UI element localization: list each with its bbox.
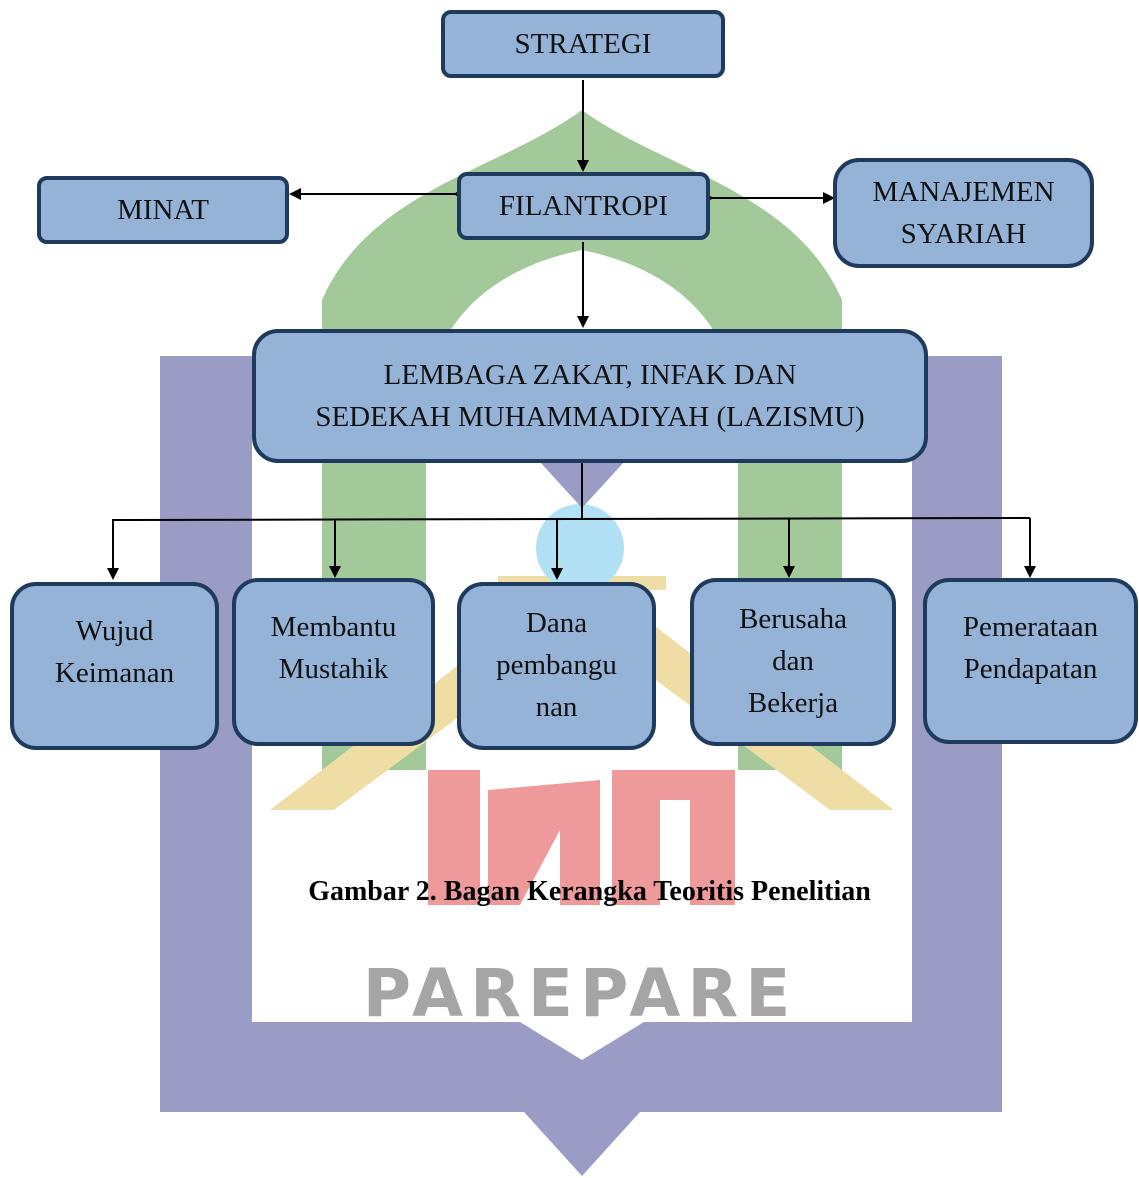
- node-filantropi-line: FILANTROPI: [498, 190, 669, 222]
- node-membantu-line-2: Mustahik: [278, 653, 389, 685]
- watermark-globe: [536, 504, 624, 592]
- watermark-arch: [322, 110, 842, 770]
- node-strategi: STRATEGI: [441, 10, 725, 78]
- node-wujud-line-1: Wujud: [75, 615, 154, 647]
- node-berusaha-line-2: dan: [772, 645, 814, 677]
- node-membantu-mustahik: Membantu Mustahik: [232, 578, 435, 746]
- node-manajemen-line-2: SYARIAH: [900, 218, 1027, 250]
- node-berusaha-line-3: Bekerja: [747, 687, 839, 719]
- node-minat-line: MINAT: [117, 194, 209, 226]
- node-lazismu: LEMBAGA ZAKAT, INFAK DAN SEDEKAH MUHAMMA…: [252, 329, 928, 463]
- node-berusaha-bekerja: Berusaha dan Bekerja: [690, 578, 896, 746]
- node-pemerataan-pendapatan: Pemerataan Pendapatan: [923, 578, 1138, 744]
- node-lazismu-line-2: SEDEKAH MUHAMMADIYAH (LAZISMU): [315, 401, 865, 433]
- diagram-connectors: [107, 80, 1036, 580]
- node-pemerataan-line-2: Pendapatan: [963, 653, 1098, 685]
- node-wujud-line-2: Keimanan: [54, 657, 175, 689]
- node-dana-line-3: nan: [535, 691, 578, 723]
- node-dana-line-1: Dana: [525, 607, 588, 639]
- node-filantropi: FILANTROPI: [457, 172, 710, 240]
- node-dana-pembangunan: Dana pembangu nan: [457, 582, 656, 750]
- node-wujud-keimanan: Wujud Keimanan: [10, 582, 219, 750]
- node-manajemen-line-1: MANAJEMEN: [872, 176, 1055, 208]
- node-pemerataan-line-1: Pemerataan: [962, 611, 1099, 643]
- node-lazismu-line-1: LEMBAGA ZAKAT, INFAK DAN: [383, 359, 797, 391]
- node-berusaha-line-1: Berusaha: [739, 603, 847, 635]
- watermark-iain-mark: [428, 770, 735, 905]
- node-membantu-line-1: Membantu: [270, 611, 397, 643]
- node-minat: MINAT: [37, 176, 289, 244]
- node-strategi-line: STRATEGI: [514, 28, 652, 60]
- figure-caption: Gambar 2. Bagan Kerangka Teoritis Peneli…: [308, 876, 871, 907]
- watermark-text: PAREPARE: [363, 955, 798, 1032]
- node-dana-line-2: pembangu: [496, 649, 617, 681]
- node-manajemen-syariah: MANAJEMEN SYARIAH: [833, 158, 1094, 268]
